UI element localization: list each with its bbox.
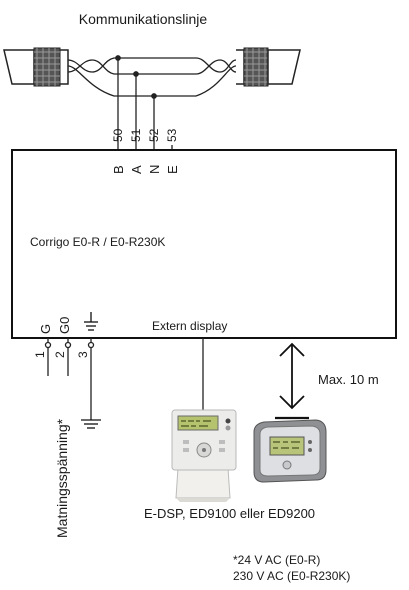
controller-name: Corrigo E0-R / E0-R230K: [30, 235, 165, 249]
display-caption: E-DSP, ED9100 eller ED9200: [144, 506, 315, 521]
comm-terminal-letters: B A N E: [111, 165, 180, 174]
distance-arrow: [275, 342, 309, 420]
terminal-letter-G0: G0: [57, 317, 72, 334]
terminal-letter-G: G: [38, 324, 53, 334]
extern-display-label: Extern display: [152, 319, 227, 333]
footnote-line1: *24 V AC (E0-R): [233, 553, 320, 567]
left-cable: [3, 47, 69, 87]
controller-box: [11, 149, 397, 339]
terminal-number-3: 3: [76, 351, 90, 358]
e-dsp-device: [171, 409, 237, 502]
ground-symbol: [81, 419, 101, 429]
terminal-letter-E: E: [165, 165, 180, 174]
right-cable: [236, 47, 301, 87]
diagram-title: Kommunikationslinje: [79, 11, 208, 27]
supply-label: Matningsspänning*: [54, 418, 70, 538]
terminal-letter-B: B: [111, 165, 126, 174]
terminal-letter-A: A: [129, 165, 144, 174]
terminal-number-1: 1: [33, 351, 47, 358]
power-terminal-letters: G G0: [38, 317, 72, 334]
comm-terminal-numbers: 50 51 52 53: [111, 128, 179, 142]
ed9200-device: [253, 419, 327, 483]
terminal-letter-N: N: [147, 165, 162, 174]
terminal-number-50: 50: [111, 128, 125, 142]
power-terminal-numbers: 1 2 3: [33, 351, 90, 358]
ground-symbol-terminal: [84, 312, 98, 331]
terminal-number-51: 51: [129, 128, 143, 142]
distance-label: Max. 10 m: [318, 372, 379, 387]
terminal-number-52: 52: [147, 128, 161, 142]
footnote-line2: 230 V AC (E0-R230K): [233, 569, 350, 583]
terminal-number-2: 2: [53, 351, 67, 358]
power-wires: [44, 338, 95, 420]
communication-wires: [67, 55, 237, 150]
terminal-number-53: 53: [165, 128, 179, 142]
